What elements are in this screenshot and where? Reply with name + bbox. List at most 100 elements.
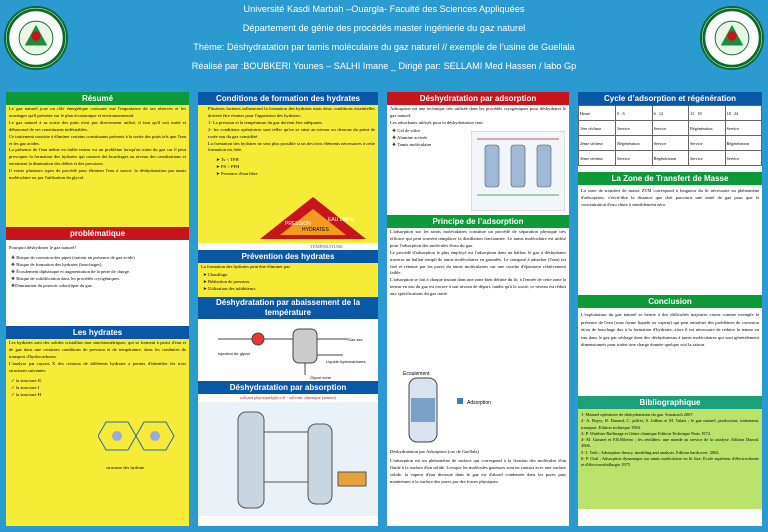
- resume-paragraph: Ce traitement consiste à éliminer certai…: [9, 133, 186, 146]
- table-cell: 12 18: [688, 105, 726, 121]
- conditions-title: Conditions de formation des hydrates: [198, 92, 378, 105]
- header-theme: Thème: Déshydratation par tamis molécula…: [193, 42, 575, 52]
- conclusion-body: L'exploitation du gaz naturel se heurte …: [578, 308, 762, 396]
- abaissement-diagram: Gaz sec Injection de glycol Liquide hydr…: [198, 319, 378, 381]
- biblio-item: 6- P. Ouil ; Adsorption dynamique sur ta…: [581, 456, 759, 468]
- abaissement-title: Déshydratation par abaissement de la tem…: [198, 297, 378, 319]
- table-row: 3ème sécheur Service Régénération Servic…: [578, 150, 762, 166]
- biblio-title: Bibliographique: [578, 396, 762, 409]
- cycle-table: Heure 0 6 6 12 12 18 18 24 1ère sécheur …: [578, 105, 762, 166]
- list-item: ✓ la structure II.: [11, 377, 42, 383]
- conclusion-title: Conclusion: [578, 295, 762, 308]
- table-cell: Service: [724, 120, 762, 136]
- spacer: [578, 166, 762, 172]
- zone-title: La Zone de Transfert de Masse: [578, 172, 762, 185]
- hydrates-text: Les hydrates sont des solides cristallin…: [9, 340, 186, 359]
- table-cell: 2ème sécheur: [578, 135, 617, 151]
- list-item: ➤ PS > PFH: [216, 164, 240, 170]
- university-seal-icon: [702, 8, 762, 68]
- list-item: ❖ Risque de formation des hydrates (bouc…: [11, 261, 103, 267]
- principe-paragraph: Le procédé d'adsorption le plus employé …: [390, 249, 566, 276]
- conclusion-text: L'exploitation du gaz naturel se heurte …: [581, 312, 759, 348]
- biblio-body: 1- Manuel opératoire de déshydratation d…: [578, 409, 762, 509]
- list-item: ➤ Utilisation des inhibiteurs.: [203, 285, 257, 291]
- biblio-item: 3- P. Wuithier Raffinage et Génie chimiq…: [581, 430, 711, 436]
- prevention-intro: La formation des hydrates peut être élim…: [201, 264, 291, 269]
- list-item: ❖ Risque de corrosion des pipes (surtout…: [11, 254, 135, 260]
- list-item: ✓ la structure H: [11, 391, 42, 397]
- table-cell: Service: [615, 120, 653, 136]
- table-cell: Service: [615, 150, 653, 166]
- column-left: Résumé Le gaz naturel joue un rôle énerg…: [6, 92, 189, 526]
- header-university: Université Kasdi Marbah –Ouargla- Facult…: [243, 4, 525, 14]
- university-seal-icon: [6, 8, 66, 68]
- hydrates-text: L'analyse par rayons X des cristaux de d…: [9, 360, 186, 373]
- principe-lower: Déshydratation par Adsorption (cas de Gu…: [387, 448, 569, 526]
- principe-body: L'adsorption sur les tamis moléculaires …: [387, 228, 569, 368]
- absorption-title: Déshydratation par absorption: [198, 381, 378, 394]
- principe-paragraph: L'adsorption sur les tamis moléculaires …: [390, 229, 566, 248]
- column-center-left: Conditions de formation des hydrates Plu…: [198, 92, 378, 526]
- left-logo: [4, 6, 68, 70]
- cycle-title: Cycle d’adsorption et régénération: [578, 92, 762, 105]
- hydrate-structure-figure: [98, 421, 175, 451]
- table-cell: 0 6: [615, 105, 653, 121]
- principe-paragraph: L'adsorption est un phénomène de surface…: [390, 457, 566, 484]
- resume-title: Résumé: [6, 92, 189, 105]
- list-item: ❖ Risque de solidification dans les proc…: [11, 275, 120, 281]
- table-cell: Régénération: [688, 120, 726, 136]
- zone-body: La zone de transfert de masse ZTM corres…: [578, 185, 762, 295]
- biblio-item: 1- Manuel opératoire de déshydratation d…: [581, 412, 694, 417]
- absorption-column-figure: [237, 411, 367, 509]
- principe-figure: Écoulement Adsorption: [387, 368, 569, 448]
- adsorption-body: Adsorption est une technique très utilis…: [387, 105, 569, 215]
- triangle-hydrates-label: HYDRATES: [302, 227, 330, 233]
- label-liquide: Liquide hydrocarbures: [326, 359, 366, 364]
- list-item: ❖ Tamis moléculaire: [392, 141, 432, 147]
- column-right: Cycle d’adsorption et régénération Heure…: [578, 92, 762, 526]
- resume-paragraph: Le gaz naturel joue un rôle énergétique …: [9, 106, 186, 118]
- table-cell: 18 24: [724, 105, 762, 121]
- table-cell: 1ère sécheur: [578, 120, 617, 136]
- list-item: ➤ Chauffage.: [203, 271, 229, 277]
- absorption-subtitle: solvant physique(glycol) - solvant chimi…: [239, 395, 337, 400]
- hydrates-body: Les hydrates sont des solides cristallin…: [6, 339, 189, 525]
- column-center-right: Déshydratation par adsorption Adsorption…: [387, 92, 569, 526]
- table-row: Heure 0 6 6 12 12 18 18 24: [578, 105, 762, 121]
- problematique-body: Pourquoi déshydrater le gaz naturel? ❖ R…: [6, 240, 189, 326]
- principe-paragraph: L'adsorption se fait à chaque instant da…: [390, 277, 566, 297]
- table-cell: Service: [651, 120, 690, 136]
- table-cell: Régénération: [651, 150, 690, 166]
- label-adsorption: Adsorption: [467, 400, 491, 406]
- label-glycol-riche: Glycol riche: [310, 375, 332, 380]
- biblio-item: 4- M. Guisnet et F.R.Ribeiro ; les zéoli…: [581, 437, 759, 449]
- biblio-item: 2- A. Rojey, B. Durand, C. jaffret, S. J…: [581, 418, 759, 430]
- triangle-temperature-row: TEMPERATURE: [198, 243, 378, 250]
- resume-paragraph: La présence de l'eau même en faible tene…: [9, 147, 186, 167]
- problematique-title: problématique: [6, 227, 189, 240]
- list-item: ✓ la structure I: [11, 384, 40, 390]
- problematique-question: Pourquoi déshydrater le gaz naturel?: [9, 245, 77, 250]
- triangle-temperature-label: TEMPERATURE: [310, 244, 343, 249]
- table-row: 2ème sécheur Régénération Service Servic…: [578, 135, 762, 151]
- absorption-diagram: [198, 402, 378, 516]
- table-cell: Service: [688, 135, 726, 151]
- resume-paragraph: Il existe plusieurs types de procédé pou…: [9, 168, 186, 181]
- zone-text: La zone de transfert de masse ZTM corres…: [581, 188, 759, 207]
- label-injection: Injection de glycol: [218, 351, 250, 356]
- table-cell: Régénération: [724, 135, 762, 151]
- table-row: 1ère sécheur Service Service Régénératio…: [578, 120, 762, 136]
- principe-caption: Déshydratation par Adsorption (cas de Gu…: [390, 449, 479, 454]
- abaissement-process-figure: Gaz sec Injection de glycol Liquide hydr…: [218, 328, 366, 380]
- triangle-water-label: EAU LIBRE: [328, 217, 355, 223]
- conditions-body: Plusieurs facteurs influencent la format…: [198, 105, 378, 243]
- table-cell: Service: [724, 150, 762, 166]
- adsorption-title: Déshydratation par adsorption: [387, 92, 569, 105]
- list-item: ❖ Écoulement diphasique et augmentation …: [11, 268, 131, 274]
- hydrate-triangle-diagram: PRESSION EAU LIBRE HYDRATES: [260, 197, 366, 239]
- biblio-item: 5- J. Toth ; Adsorption theory, modeling…: [581, 449, 720, 455]
- resume-paragraph: Le gaz naturel à sa sortie des puits n'e…: [9, 119, 186, 132]
- label-ecoulement: Écoulement: [403, 370, 430, 377]
- right-logo: [700, 6, 764, 70]
